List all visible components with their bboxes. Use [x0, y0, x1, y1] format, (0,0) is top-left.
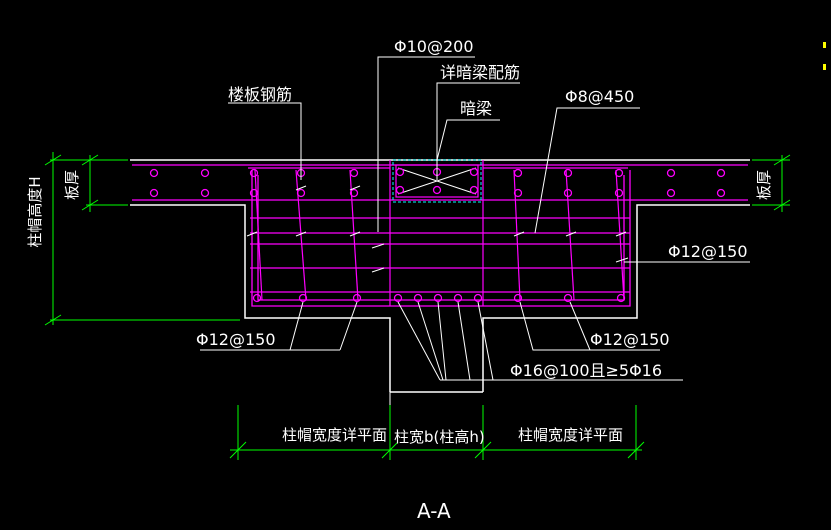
label-dim-cap-width-right: 柱帽宽度详平面	[518, 426, 623, 444]
label-phi8-450: Φ8@450	[565, 87, 634, 106]
label-slab-rebar: 楼板钢筋	[228, 85, 292, 104]
label-slab-thickness-left: 板厚	[63, 170, 81, 200]
label-dim-cap-width-left: 柱帽宽度详平面	[282, 426, 387, 444]
label-phi12-150-bottom-left: Φ12@150	[196, 330, 276, 349]
label-hidden-beam: 暗梁	[460, 99, 492, 118]
label-phi12-150-right-side: Φ12@150	[668, 242, 748, 261]
dimension-lines	[44, 152, 791, 460]
label-dim-column-width: 柱宽b(柱高h)	[394, 428, 485, 446]
label-phi10-200: Φ10@200	[394, 37, 474, 56]
slab-reinforcement	[132, 164, 748, 307]
concrete-outline	[130, 159, 750, 393]
label-slab-thickness-right: 板厚	[755, 170, 773, 200]
label-phi12-150-bottom-right: Φ12@150	[590, 330, 670, 349]
yellow-marks	[823, 42, 826, 70]
column-bars	[389, 160, 484, 306]
label-phi16-100: Φ16@100且≥5Φ16	[510, 361, 662, 380]
leader-lines	[200, 56, 750, 405]
label-cap-height: 柱帽高度H	[26, 176, 44, 247]
rebar-dots	[149, 167, 726, 303]
section-title: A-A	[417, 499, 451, 523]
label-hidden-beam-detail: 详暗梁配筋	[440, 63, 520, 82]
leader-ticks	[246, 185, 629, 273]
